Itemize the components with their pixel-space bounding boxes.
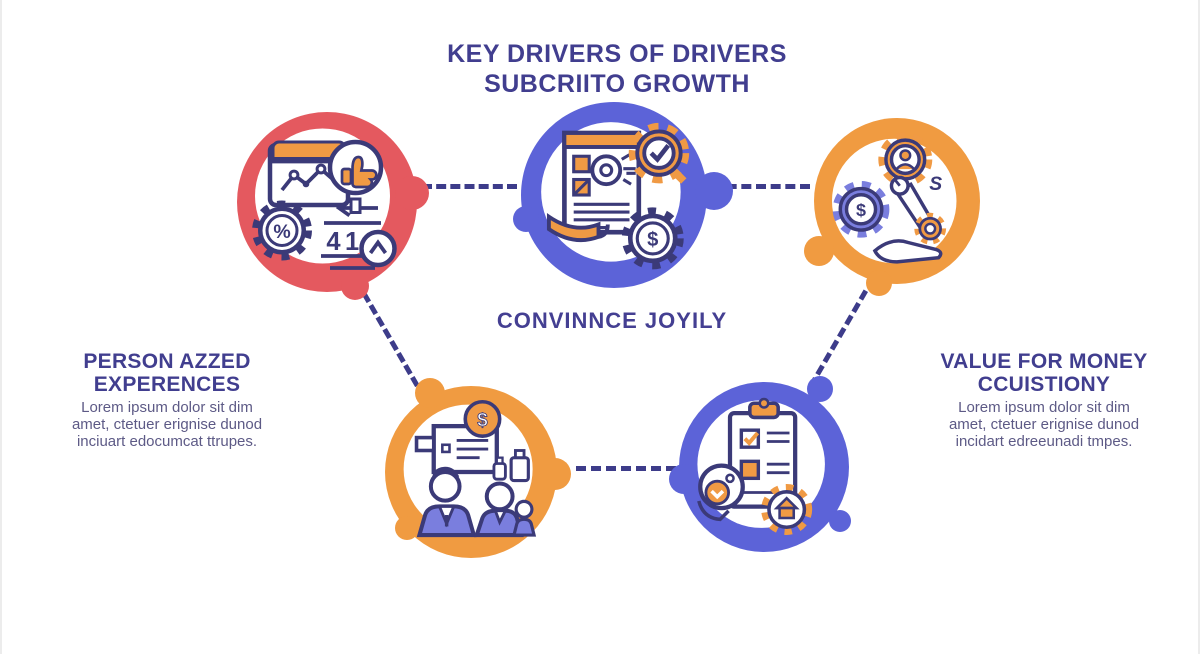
dollar-symbol: $ [647,229,658,251]
blob-bump [415,378,445,408]
page-title-line2: SUBCRIITO GROWTH [484,69,750,98]
connector-diagonal-left [361,292,420,388]
node-subscription-document: $ [513,102,733,288]
left-text-card: PERSON AZZED EXPERENCES Lorem ipsum dolo… [37,350,297,451]
connector-bottom [576,466,676,471]
blob-bump [807,376,833,402]
squiggle-symbol: S [929,173,942,195]
left-card-heading-line2: EXPERENCES [93,373,241,397]
analytics-thumbs-up-icon: % 41 [252,128,397,270]
dollar-symbol: $ [477,409,488,430]
right-card-heading-line2: CCUISTIONY [977,373,1111,397]
node-checklist-review [669,376,851,552]
blob-bump [539,458,571,490]
salespeople-presentation-icon: $ [403,399,537,538]
dollar-symbol: $ [856,200,866,220]
right-card-body: Lorem ipsum dolor sit dim amet, ctetuer … [914,399,1174,451]
left-card-body: Lorem ipsum dolor sit dim amet, ctetuer … [37,399,297,451]
connector-diagonal-right [808,289,868,389]
blob-bump [513,206,539,232]
left-card-body-line2: amet, ctetuer erignise dunod [71,416,263,434]
blob-bump [669,464,699,494]
left-card-heading-line1: PERSON AZZED [83,350,251,373]
blob-bump [866,270,892,296]
clipboard-checklist-icon [697,397,825,535]
percent-symbol: % [273,221,290,243]
left-card-body-line3: inciuart edocumcat ttrupes. [76,433,258,451]
right-card-heading-line1: VALUE FOR MONEY [940,350,1148,373]
blob-bump [395,516,419,540]
right-card-body-line3: incidart edreeunadi tmpes. [955,433,1133,451]
right-card-heading: VALUE FOR MONEY CCUISTIONY [914,350,1174,396]
page-title: KEY DRIVERS OF DRIVERS SUBCRIITO GROWTH [32,40,1198,99]
connector-top-left [422,184,517,189]
blob-bump [804,236,834,266]
right-card-body-line1: Lorem ipsum dolor sit dim [958,399,1130,417]
node-sales-team: $ [385,378,571,558]
document-gears-icon: $ [541,122,690,270]
left-card-heading: PERSON AZZED EXPERENCES [37,350,297,396]
blob-bump [395,176,429,210]
right-text-card: VALUE FOR MONEY CCUISTIONY Lorem ipsum d… [914,350,1174,451]
blob-bump [341,272,369,300]
connector-top-right [712,184,810,189]
page-title-line1: KEY DRIVERS OF DRIVERS [447,40,787,68]
right-card-body-line2: amet, ctetuer erignise dunod [948,416,1140,434]
left-card-body-line1: Lorem ipsum dolor sit dim [81,399,253,417]
counter-value: 41 [326,228,363,256]
gears-wrench-hand-icon: $ S [831,132,957,264]
center-label: CONVINNCE JOYILY [496,308,728,333]
blob-bump [829,510,851,532]
blob-bump [695,172,733,210]
node-feedback-analytics: % 41 [237,112,429,300]
node-value-for-money: $ S [804,118,980,296]
